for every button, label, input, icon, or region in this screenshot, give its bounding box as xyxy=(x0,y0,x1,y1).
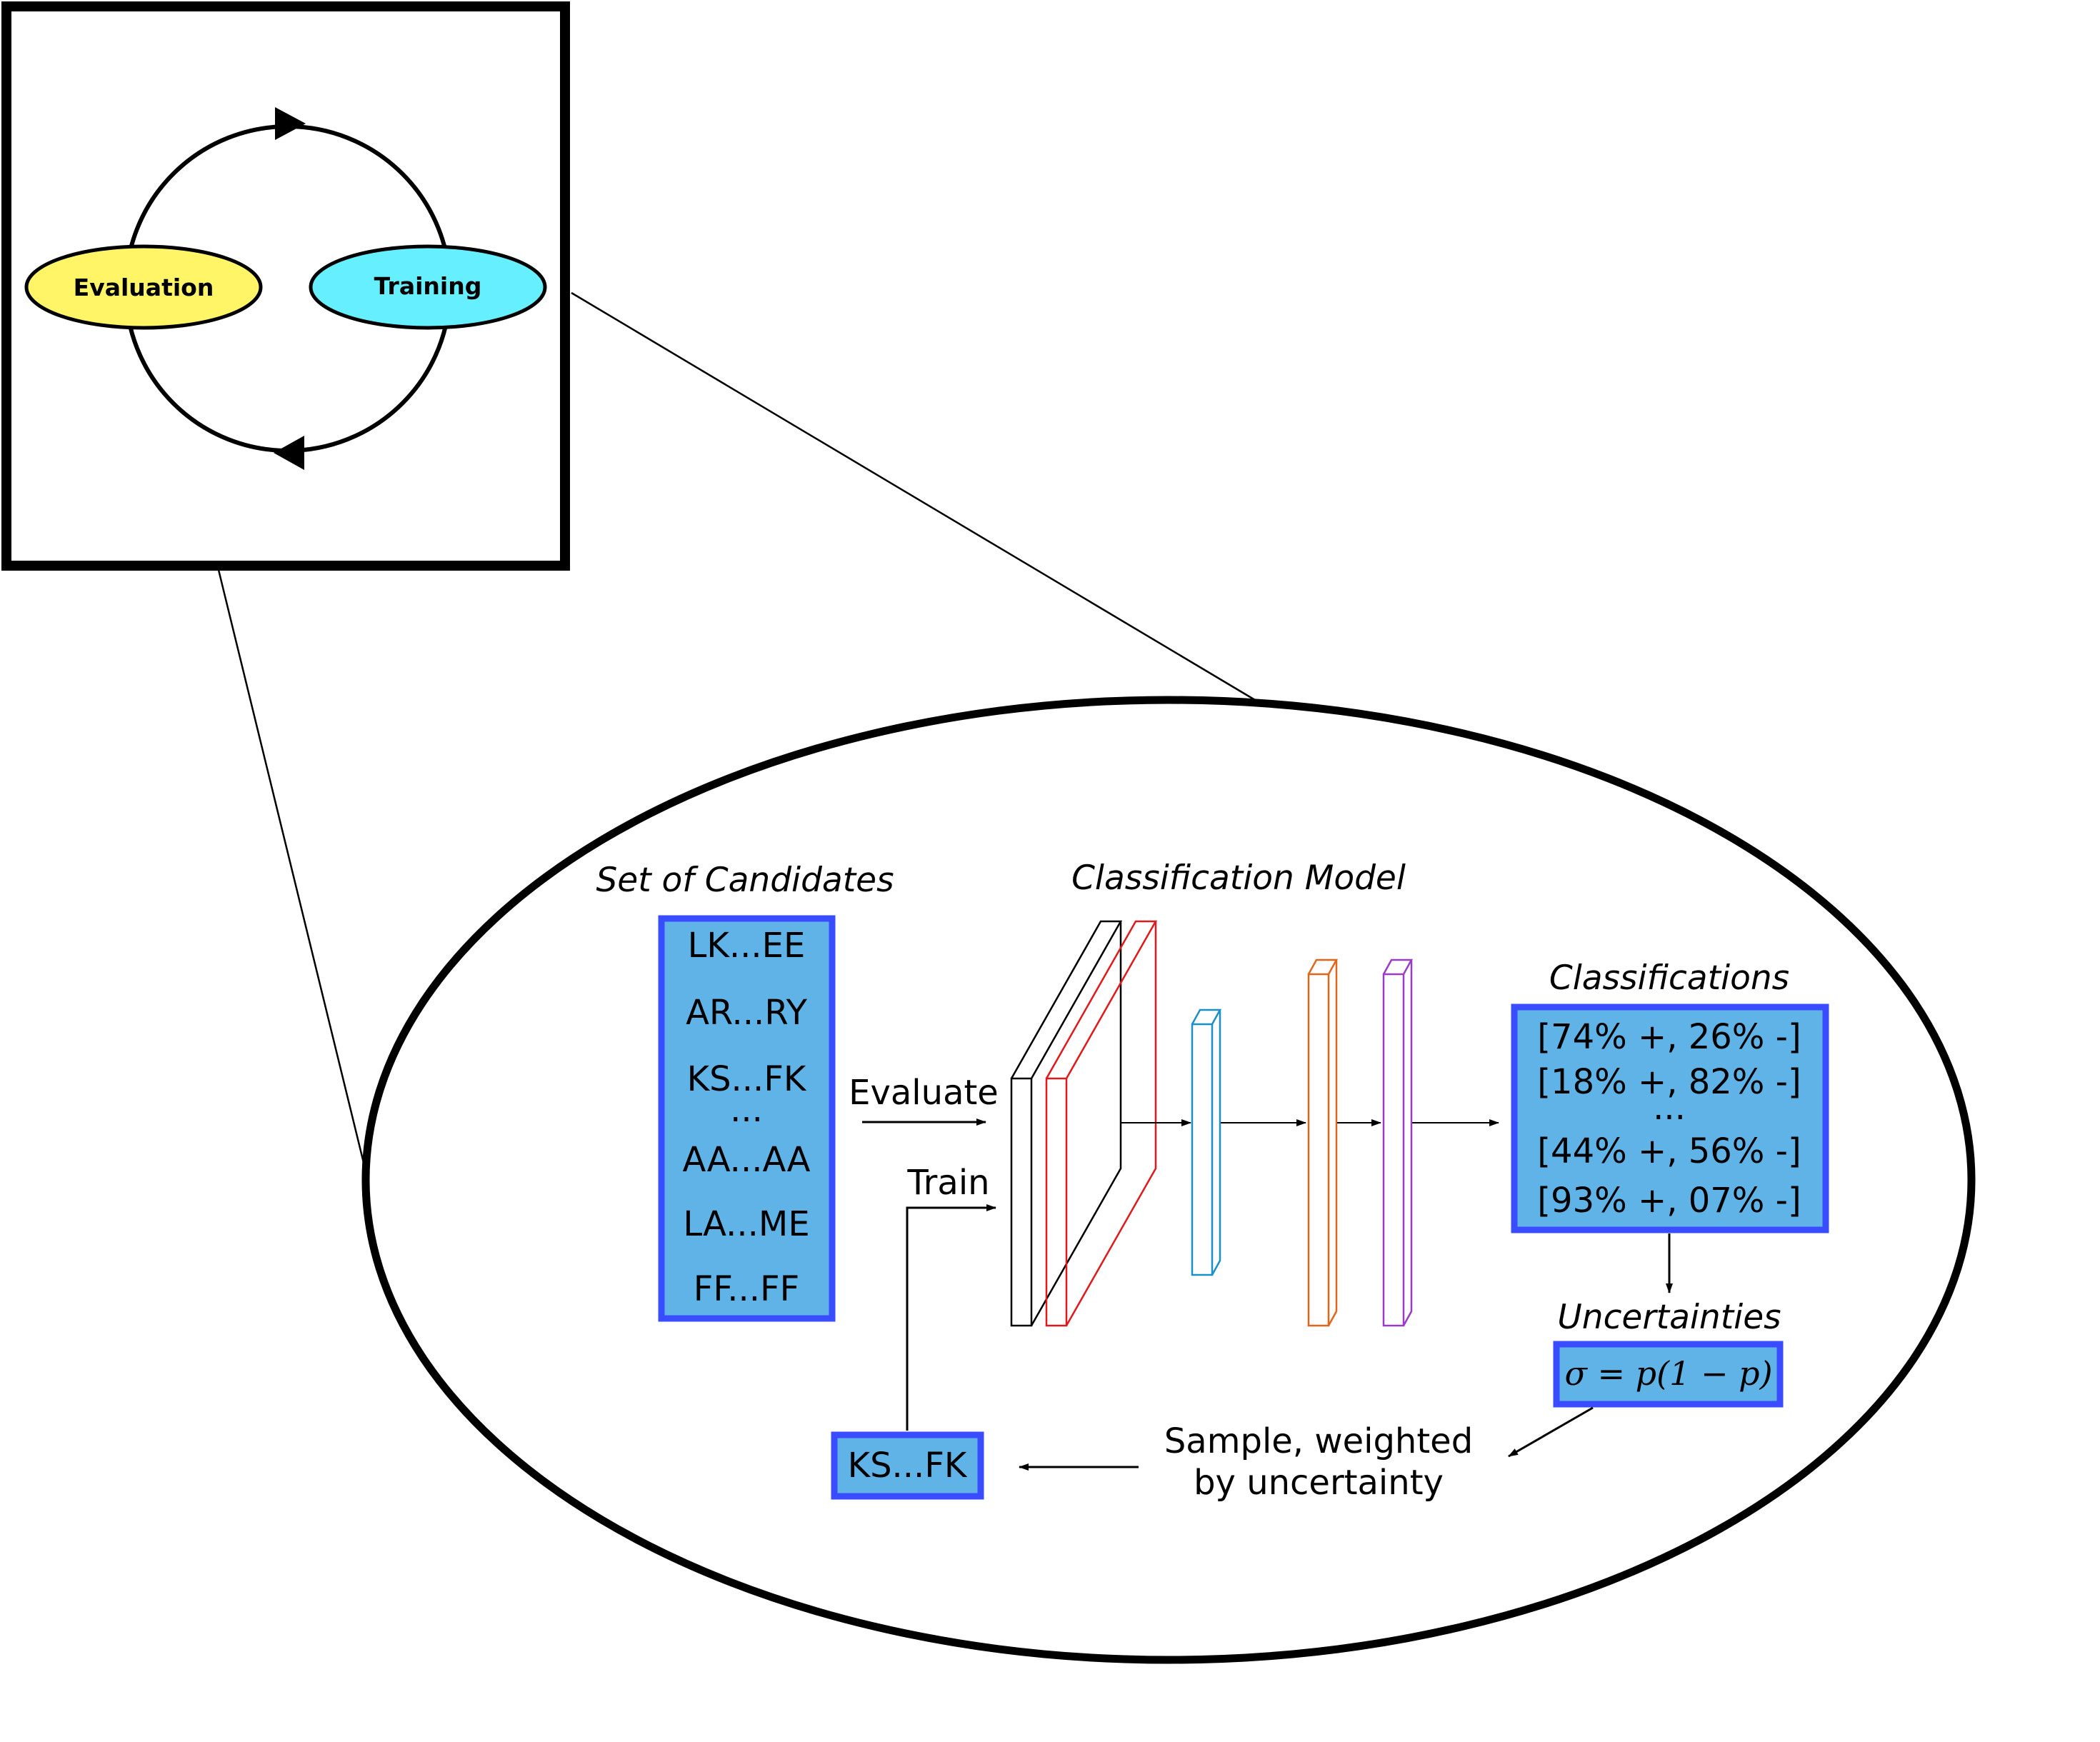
model-title: Classification Model xyxy=(1071,859,1406,898)
classification-item: [74% +, 26% -] xyxy=(1537,1017,1801,1057)
to-sample-arrow xyxy=(1508,1406,1594,1458)
classification-item: [18% +, 82% -] xyxy=(1537,1062,1801,1102)
model-layer-1 xyxy=(1010,920,1123,1327)
candidates-title: Set of Candidates xyxy=(596,861,894,900)
classification-ellipsis: ... xyxy=(1653,1088,1686,1128)
sample-label-line1: Sample, weighted xyxy=(1164,1421,1473,1461)
cycle-arrowhead-bottom xyxy=(274,436,304,470)
candidate-item: FF...FF xyxy=(694,1269,800,1309)
candidate-item: LK...EE xyxy=(688,926,806,966)
model-layer-2 xyxy=(1045,920,1158,1327)
candidate-item: AA...AA xyxy=(683,1140,811,1180)
candidate-item: AR...RY xyxy=(686,993,808,1033)
classifications-box xyxy=(1511,1003,1829,1233)
training-node xyxy=(309,244,547,330)
selected-sample-box xyxy=(831,1431,984,1500)
model-layer-5 xyxy=(1382,958,1414,1327)
candidate-item: LA...ME xyxy=(683,1204,809,1244)
train-label: Train xyxy=(906,1163,989,1203)
model-layer-3 xyxy=(1191,1008,1222,1276)
candidate-item: KS...FK xyxy=(687,1059,807,1099)
uncertainty-formula: σ = p(1 − p) xyxy=(1564,1354,1772,1393)
train-arrow xyxy=(906,1204,996,1431)
zoom-line-lower xyxy=(217,569,367,1172)
zoom-line-upper xyxy=(571,291,1259,704)
uncertainties-title: Uncertainties xyxy=(1557,1298,1781,1337)
uncertainty-formula-box xyxy=(1553,1341,1784,1408)
classification-item: [44% +, 56% -] xyxy=(1537,1131,1801,1171)
evaluate-label: Evaluate xyxy=(849,1073,999,1113)
evaluation-node xyxy=(24,244,263,330)
candidate-ellipsis: ... xyxy=(730,1090,763,1130)
evaluation-label: Evaluation xyxy=(74,274,214,301)
model-layer-4 xyxy=(1307,958,1339,1327)
sample-label-line2: by uncertainty xyxy=(1194,1463,1444,1503)
training-label: Training xyxy=(374,272,482,300)
candidates-box xyxy=(658,915,836,1322)
selected-sample-label: KS...FK xyxy=(848,1446,968,1486)
classification-item: [93% +, 07% -] xyxy=(1537,1181,1801,1221)
classifications-title: Classifications xyxy=(1549,958,1789,998)
cycle-arrowhead-top xyxy=(275,107,306,140)
